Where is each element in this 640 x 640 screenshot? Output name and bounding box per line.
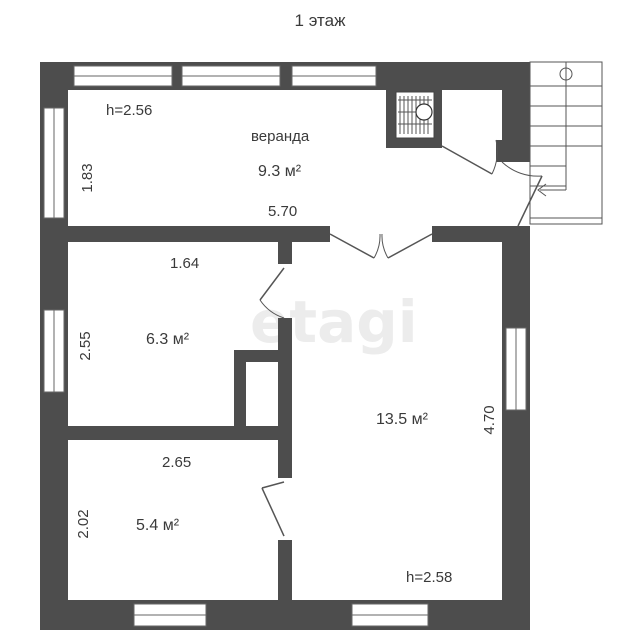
room-b-width-dim: 2.65 <box>162 454 191 471</box>
room-a-height-dim: 2.55 <box>77 331 94 360</box>
room-b-area: 5.4 м² <box>136 517 180 534</box>
doors <box>259 139 543 537</box>
veranda-width-dim: 5.70 <box>268 203 297 220</box>
floor-title: 1 этаж <box>294 11 346 30</box>
stove <box>395 91 435 139</box>
room-b-height-dim: 2.02 <box>75 509 92 538</box>
veranda-height-dim: 1.83 <box>79 163 96 192</box>
room-c-ceiling-height: h=2.58 <box>406 569 452 586</box>
room-c-height-dim: 4.70 <box>481 405 498 434</box>
veranda-area: 9.3 м² <box>258 163 302 180</box>
window-panes <box>53 75 517 616</box>
veranda-ceiling-height: h=2.56 <box>106 102 152 119</box>
room-c-area: 13.5 м² <box>376 411 429 428</box>
room-a-area: 6.3 м² <box>146 331 190 348</box>
veranda-name: веранда <box>251 128 310 145</box>
room-a-width-dim: 1.64 <box>170 255 199 272</box>
watermark-text: etagi <box>250 288 418 356</box>
porch-stairs <box>529 61 603 225</box>
interior-walls <box>40 90 530 630</box>
